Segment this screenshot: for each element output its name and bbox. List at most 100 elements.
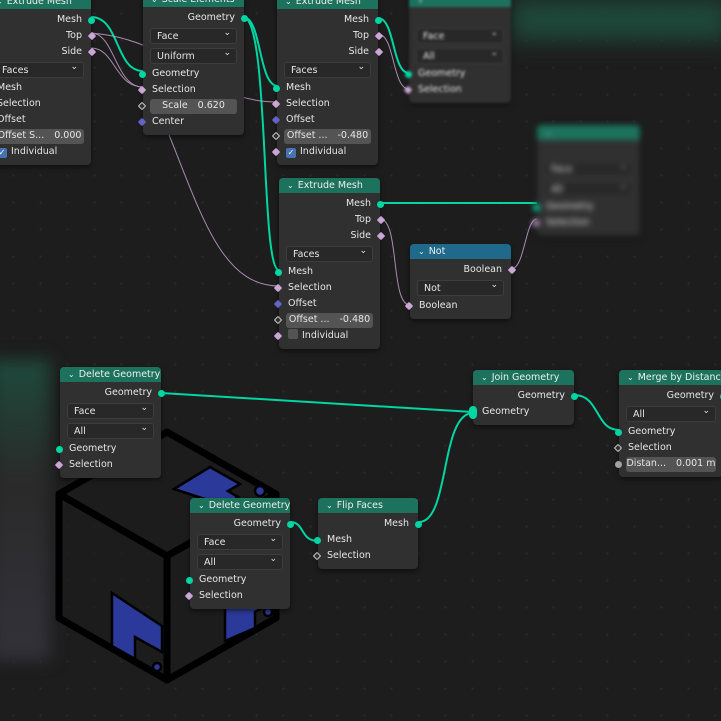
collapse-chevron-icon[interactable]: ⌄ [418, 247, 425, 256]
dropdown[interactable]: Faces [0, 60, 91, 80]
collapse-chevron-icon[interactable]: ⌄ [198, 501, 205, 510]
geo-socket-icon[interactable] [139, 71, 146, 78]
node-header[interactable]: ⌄ [409, 0, 511, 7]
input-socket-row: Selection [312, 548, 418, 564]
input-socket-row: Mesh [273, 80, 378, 96]
geo-socket-icon[interactable] [275, 269, 282, 276]
geo-socket-icon[interactable] [615, 429, 622, 436]
output-socket-row: Top [0, 28, 97, 44]
dropdown[interactable]: Faces [279, 244, 380, 264]
multi-socket-icon[interactable] [469, 406, 477, 419]
dropdown[interactable]: Face [537, 159, 640, 179]
socket-label: Mesh [383, 518, 409, 529]
checkbox[interactable]: ✓ [286, 148, 296, 158]
socket-label: Selection [288, 282, 332, 293]
collapse-chevron-icon[interactable]: ⌄ [545, 128, 552, 137]
node-separate-node[interactable]: ⌄FaceAllGeometrySelection [403, 0, 511, 103]
dropdown[interactable]: Faces [277, 60, 378, 80]
geo-socket-icon[interactable] [375, 17, 382, 24]
input-socket-row: Selection [54, 457, 161, 473]
geo-socket-icon[interactable] [314, 537, 321, 544]
node-header[interactable]: ⌄ [537, 125, 640, 140]
input-socket-row: Selection [613, 440, 721, 456]
input-socket-row: Geometry [186, 572, 290, 588]
dropdown[interactable]: All [537, 179, 640, 199]
node-scale-elements[interactable]: ⌄Scale ElementsGeometryFaceUniformGeomet… [137, 0, 248, 135]
dropdown[interactable]: All [190, 552, 290, 572]
dropdown[interactable]: Uniform [143, 46, 244, 66]
collapse-chevron-icon[interactable]: ⌄ [627, 373, 634, 382]
geo-socket-icon[interactable] [287, 521, 294, 528]
checkbox[interactable] [288, 329, 298, 339]
dropdown[interactable]: All [60, 421, 161, 441]
node-delete-geometry-2[interactable]: ⌄Delete GeometryGeometryFaceAllGeometryS… [184, 498, 294, 609]
socket-label: Geometry [517, 390, 565, 401]
checkbox-row[interactable]: ✓Individual [271, 144, 378, 160]
geo-socket-icon[interactable] [273, 85, 280, 92]
node-not[interactable]: ⌄NotBooleanNotBoolean [404, 244, 517, 319]
output-socket-row: Mesh [318, 516, 422, 532]
output-socket-row: Geometry [473, 388, 578, 404]
geo-socket-icon[interactable] [158, 390, 165, 397]
node-extrude-mesh-3[interactable]: ⌄Extrude MeshMeshTopSideFacesMeshSelecti… [273, 178, 386, 349]
node-blurred-node[interactable]: ⌄FaceAllGeometrySelection [531, 125, 640, 236]
collapse-chevron-icon[interactable]: ⌄ [151, 0, 158, 7]
node-header[interactable]: ⌄Not [410, 244, 511, 259]
value-field[interactable]: Offset S...0.000 [0, 128, 91, 144]
node-header[interactable]: ⌄Extrude Mesh [0, 0, 91, 9]
socket-label: Mesh [0, 82, 23, 93]
value-field[interactable]: Distan...0.001 m [615, 456, 721, 472]
geo-socket-icon[interactable] [571, 393, 578, 400]
node-extrude-mesh-2[interactable]: ⌄Extrude MeshMeshTopSideFacesMeshSelecti… [271, 0, 384, 165]
dropdown[interactable]: Face [190, 532, 290, 552]
node-header[interactable]: ⌄Extrude Mesh [277, 0, 378, 9]
geo-socket-icon[interactable] [533, 204, 540, 211]
value-field[interactable]: Offset ...-0.480 [271, 128, 378, 144]
node-title: Merge by Distance [637, 372, 721, 383]
dropdown-value: Faces [2, 65, 29, 76]
geo-socket-icon[interactable] [88, 17, 95, 24]
dropdown[interactable]: Face [60, 401, 161, 421]
node-delete-geometry[interactable]: ⌄Delete GeometryGeometryFaceAllGeometryS… [54, 367, 165, 478]
node-header[interactable]: ⌄Flip Faces [318, 498, 418, 513]
collapse-chevron-icon[interactable]: ⌄ [481, 373, 488, 382]
output-socket-row: Side [277, 44, 384, 60]
geo-socket-icon[interactable] [405, 71, 412, 78]
node-header[interactable]: ⌄Extrude Mesh [279, 178, 380, 193]
value-field[interactable]: Offset ...-0.480 [273, 312, 380, 328]
node-header[interactable]: ⌄Delete Geometry [60, 367, 161, 382]
dropdown[interactable]: Face [143, 26, 244, 46]
geo-socket-icon[interactable] [186, 577, 193, 584]
dropdown-value: All [551, 184, 563, 195]
geo-socket-icon[interactable] [415, 521, 422, 528]
checkbox-row[interactable]: ✓Individual [0, 144, 91, 160]
node-header[interactable]: ⌄Scale Elements [143, 0, 244, 7]
node-header[interactable]: ⌄Join Geometry [473, 370, 574, 385]
node-header[interactable]: ⌄Delete Geometry [190, 498, 290, 513]
node-title: Extrude Mesh [295, 0, 361, 7]
flt-socket-icon[interactable] [615, 461, 622, 468]
collapse-chevron-icon[interactable]: ⌄ [68, 370, 75, 379]
collapse-chevron-icon[interactable]: ⌄ [326, 501, 333, 510]
dropdown[interactable]: Face [409, 26, 511, 46]
dropdown[interactable]: All [409, 46, 511, 66]
geo-socket-icon[interactable] [377, 201, 384, 208]
collapse-chevron-icon[interactable]: ⌄ [285, 0, 292, 6]
checkbox-row[interactable]: Individual [273, 328, 380, 344]
socket-label: Boolean [463, 264, 502, 275]
socket-label: Boolean [419, 300, 458, 311]
node-header[interactable]: ⌄Merge by Distance [619, 370, 721, 385]
geo-socket-icon[interactable] [241, 15, 248, 22]
checkbox[interactable]: ✓ [0, 148, 7, 158]
node-merge-by-distance[interactable]: ⌄Merge by DistanceGeometryAllGeometrySel… [613, 370, 721, 477]
dropdown[interactable]: Not [410, 278, 511, 298]
collapse-chevron-icon[interactable]: ⌄ [287, 181, 294, 190]
geo-socket-icon[interactable] [56, 446, 63, 453]
collapse-chevron-icon[interactable]: ⌄ [417, 0, 424, 7]
node-extrude-mesh-1[interactable]: ⌄Extrude MeshMeshTopSideFacesMeshSelecti… [0, 0, 97, 165]
collapse-chevron-icon[interactable]: ⌄ [0, 0, 3, 9]
dropdown[interactable]: All [619, 404, 721, 424]
